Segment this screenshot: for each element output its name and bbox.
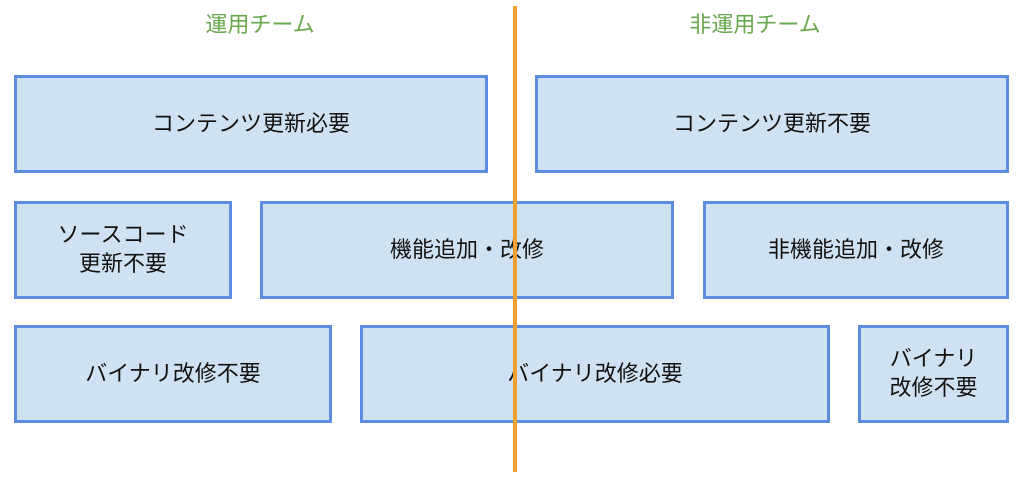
content-update-required-box: コンテンツ更新必要 xyxy=(14,75,488,173)
box-label: バイナリ改修必要 xyxy=(507,361,683,387)
feature-addition-modification-box: 機能追加・改修 xyxy=(260,201,674,299)
binary-modification-required-box: バイナリ改修必要 xyxy=(360,325,830,423)
binary-modification-not-required-box: バイナリ改修不要 xyxy=(14,325,332,423)
non-functional-addition-modification-box: 非機能追加・改修 xyxy=(703,201,1009,299)
box-label: コンテンツ更新不要 xyxy=(672,111,871,137)
source-code-update-not-required-box: ソースコード 更新不要 xyxy=(14,201,232,299)
team-boundary-divider xyxy=(513,6,517,472)
box-label-line: バイナリ xyxy=(889,347,978,372)
operations-team-label: 運用チーム xyxy=(205,13,315,38)
box-label: 非機能追加・改修 xyxy=(767,237,944,263)
box-label-line: ソースコード xyxy=(57,223,189,248)
box-label: コンテンツ更新必要 xyxy=(151,111,350,137)
non-operations-team-label: 非運用チーム xyxy=(689,13,821,38)
box-label: 機能追加・改修 xyxy=(389,237,544,263)
content-update-not-required-box: コンテンツ更新不要 xyxy=(535,75,1009,173)
box-label-line: 改修不要 xyxy=(889,376,978,401)
binary-modification-not-required-small-box: バイナリ 改修不要 xyxy=(858,325,1009,423)
box-label: バイナリ改修不要 xyxy=(85,361,261,387)
box-label-line: 更新不要 xyxy=(78,252,167,277)
